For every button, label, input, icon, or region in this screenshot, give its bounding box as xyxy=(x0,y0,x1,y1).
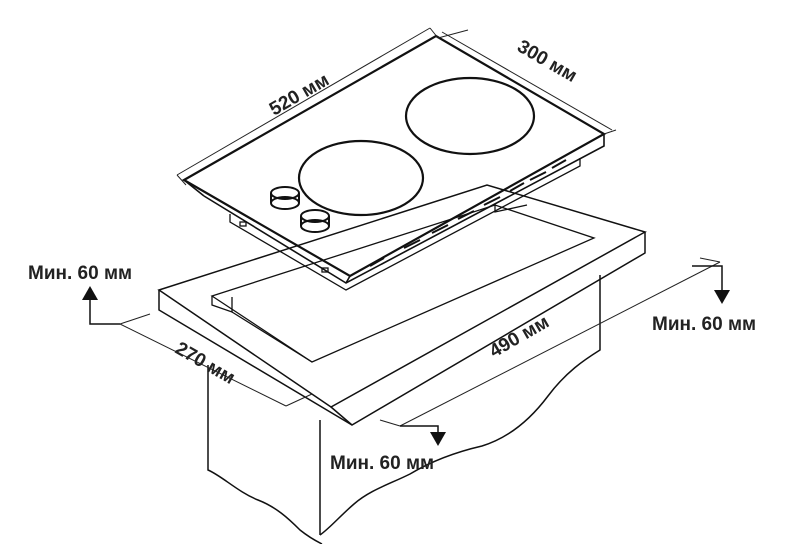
clearance-label-right: Мин. 60 мм xyxy=(652,314,756,335)
arrow-down-icon xyxy=(430,432,446,446)
dim-label-490: 490 мм xyxy=(486,312,553,363)
dim-label-270: 270 мм xyxy=(172,338,239,389)
burner-large xyxy=(404,76,536,156)
hob xyxy=(181,34,607,291)
clearance-front: Мин. 60 мм xyxy=(330,425,446,474)
vent-slots xyxy=(239,159,567,273)
dim-label-520: 520 мм xyxy=(266,70,333,121)
clearance-left: Мин. 60 мм xyxy=(28,263,132,325)
clearance-label-left: Мин. 60 мм xyxy=(28,263,132,284)
dim-490: 490 мм xyxy=(379,257,721,427)
cabinet xyxy=(207,275,601,544)
burner-small xyxy=(297,139,425,217)
countertop xyxy=(157,184,647,426)
clearance-right: Мин. 60 мм xyxy=(652,265,756,335)
knob-1 xyxy=(270,186,300,210)
knob-2 xyxy=(300,209,330,233)
dim-300: 300 мм xyxy=(437,29,617,135)
clearance-label-front: Мин. 60 мм xyxy=(330,453,434,474)
arrow-up-icon xyxy=(82,286,98,300)
dim-270: 270 мм xyxy=(119,313,313,407)
arrow-down-icon xyxy=(714,290,730,304)
